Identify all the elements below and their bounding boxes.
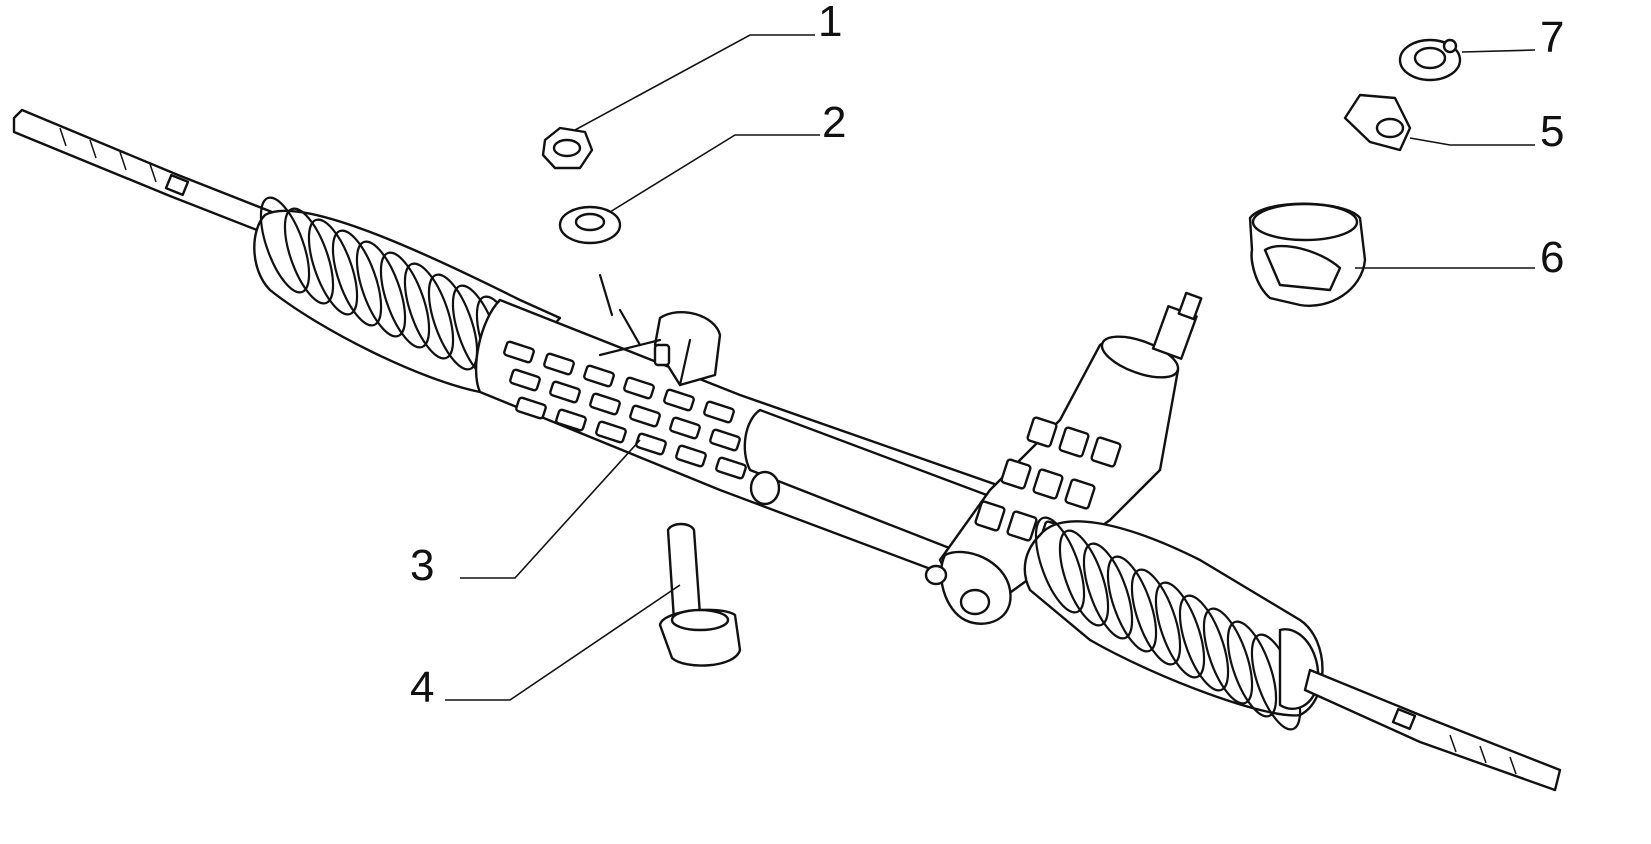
right-bellows-rib [1226,620,1278,718]
right-bellows [1023,516,1324,731]
housing-slot [583,364,615,388]
right-bellows-rib [1202,607,1254,705]
housing-slot [595,420,627,444]
valve-slot [1000,458,1032,490]
valve-slot [1032,468,1064,500]
part-2-washer [558,205,622,317]
right-bellows-rib [1034,516,1086,614]
housing-slot [555,408,587,432]
housing-slot [709,428,741,452]
pinion-valve-body [924,291,1203,625]
right-bellows-rib [1154,581,1206,679]
housing-slot [623,376,655,400]
part-5-bracket [1343,93,1412,152]
right-bellows-rib [1106,555,1158,653]
right-bellows-rib [1130,568,1182,666]
right-tie-rod [1303,668,1562,792]
rack-housing [474,298,1042,592]
callout-6: 6 [1540,233,1564,282]
right-bellows-rib [1178,594,1230,692]
valve-slot [1058,426,1090,458]
left-bellows-rib [331,229,383,327]
housing-slot [629,404,661,428]
left-bellows-rib [379,251,431,349]
housing-slot [663,388,695,412]
left-bellows-rib [259,196,311,294]
callout-2: 2 [822,98,846,147]
housing-slot [703,400,735,424]
housing-slot [549,380,581,404]
housing-slot [715,456,747,480]
right-bellows-rib [1058,529,1110,627]
left-tie-rod [12,108,274,234]
valve-slot [1090,436,1122,468]
callout-5: 5 [1540,107,1564,156]
valve-slot [1064,478,1096,510]
left-bellows-rib [307,218,359,316]
part-1-nut [541,126,594,170]
housing-slot [669,416,701,440]
left-bellows-rib [403,262,455,360]
right-bellows-rib [1082,542,1134,640]
part-4-bolt [658,522,742,667]
housing-slot [675,444,707,468]
left-bellows-rib [355,240,407,338]
valve-slot [974,500,1006,532]
callout-7: 7 [1540,13,1564,62]
housing-slot [503,340,535,364]
valve-slot [1026,416,1058,448]
housing-slot [635,432,667,456]
housing-slot [515,396,547,420]
left-bellows-rib [427,273,479,371]
callout-3: 3 [410,541,434,590]
housing-slot [543,352,575,376]
part-7-clip [1398,38,1462,82]
callout-4: 4 [410,663,434,712]
left-bellows-rib [283,207,335,305]
housing-slot [509,368,541,392]
housing-slot [589,392,621,416]
leader-lines [445,34,1536,701]
callout-1: 1 [818,0,842,46]
part-6-cap [1248,202,1367,307]
valve-slot [1006,510,1038,542]
